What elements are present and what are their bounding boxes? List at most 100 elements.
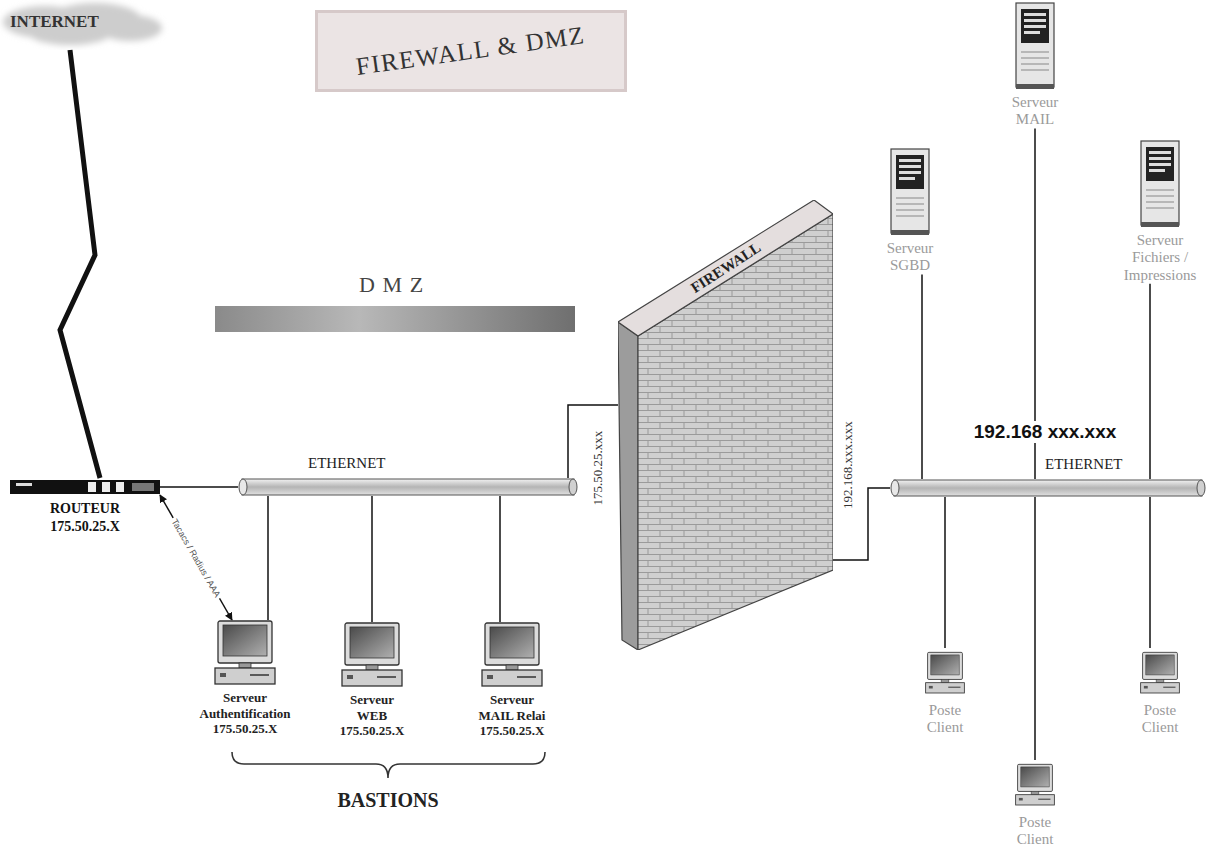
icon (1015, 2, 1055, 90)
icon-part (485, 623, 539, 665)
node-label: Serveur Authentification 175.50.25.X (200, 690, 291, 737)
icon-part (1141, 683, 1180, 693)
client-workstation: Poste Client (1015, 760, 1055, 849)
icon-part (929, 686, 933, 689)
network-cable (160, 486, 238, 488)
icon-part (1141, 222, 1179, 227)
server-node: Serveur Fichiers / Impressions (1114, 140, 1206, 284)
bastion-server: Serveur MAIL Relai 175.50.25.X (471, 622, 553, 739)
node-label: Serveur MAIL Relai 175.50.25.X (471, 692, 553, 739)
icon-part (1021, 767, 1049, 787)
icon-part (1038, 799, 1050, 800)
icon-part (899, 171, 921, 174)
icon-part (88, 482, 96, 492)
icon-part (1149, 151, 1171, 154)
title-banner: FIREWALL & DMZ (315, 10, 627, 92)
icon-part (618, 322, 638, 650)
icon-part (1031, 791, 1039, 794)
icon-part (1016, 795, 1055, 805)
icon-part (1019, 798, 1023, 801)
icon-part (926, 683, 965, 693)
icon-part (239, 479, 247, 495)
icon-part (1163, 687, 1175, 688)
icon-part (347, 675, 353, 679)
node-label: Poste Client (1142, 702, 1179, 737)
lan-address: 192.168 xxx.xxx (971, 421, 1120, 443)
icon-part (894, 480, 1202, 496)
icon-part (1024, 13, 1046, 16)
icon-part (102, 482, 110, 492)
icon-part (896, 155, 924, 189)
icon-part (928, 652, 963, 679)
icon (1015, 760, 1055, 810)
icon-part (10, 480, 160, 494)
icon-part (891, 230, 929, 235)
icon-part (948, 687, 960, 688)
icon-part (1024, 19, 1046, 22)
icon-part (899, 159, 921, 162)
icon-part (618, 200, 833, 336)
icon-part (487, 675, 493, 679)
icon-part (345, 623, 399, 665)
icon (214, 620, 276, 686)
icon (925, 648, 965, 698)
node-label: Serveur MAIL (1012, 94, 1059, 129)
network-cable (944, 497, 946, 648)
icon-part (239, 663, 251, 668)
icon-part (1016, 3, 1054, 87)
node-label: ROUTEUR 175.50.25.X (50, 500, 120, 536)
ethernet-bus: ETHERNET (238, 478, 578, 496)
router-node: ROUTEUR 175.50.25.X (10, 478, 160, 536)
icon-part (350, 627, 394, 658)
icon-part (490, 627, 534, 658)
icon (341, 622, 403, 688)
icon-part (1156, 679, 1164, 682)
edge-label: Tacacs / Radius / AAA (169, 515, 224, 600)
icon-part (638, 214, 833, 650)
server-node: Serveur SGBD (887, 148, 934, 275)
bastion-server: Serveur WEB 175.50.25.X (340, 622, 405, 739)
icon-part (941, 679, 949, 682)
icon-part (16, 483, 32, 486)
icon-part (899, 177, 915, 180)
network-cable (1034, 497, 1036, 760)
node-label: ETHERNET (308, 455, 385, 472)
icon-part (1024, 31, 1040, 34)
icon-part (931, 655, 959, 675)
icon-part (1141, 141, 1179, 225)
icon-part (506, 665, 518, 670)
firewall-wall: FIREWALL (618, 200, 833, 650)
icon-part (1018, 764, 1053, 791)
node-label: Poste Client (927, 702, 964, 737)
icon-part (1024, 25, 1046, 28)
icon-part (482, 670, 542, 686)
internet-cloud: INTERNET (0, 0, 170, 50)
icon-part (242, 479, 574, 495)
server-node: Serveur MAIL (1012, 2, 1059, 129)
icon-part (1021, 52, 1049, 70)
network-cable (371, 496, 373, 622)
icon-part (215, 668, 275, 684)
icon-part (1149, 169, 1165, 172)
bastion-brace (232, 752, 545, 778)
dmz-bar (215, 306, 575, 332)
icon (890, 479, 1206, 497)
network-cable (499, 496, 501, 622)
network-cable (160, 495, 232, 620)
icon-part (223, 625, 267, 656)
icon-part (1149, 163, 1171, 166)
node-label: Serveur WEB 175.50.25.X (340, 692, 405, 739)
node-label: ETHERNET (1045, 456, 1122, 473)
icon-part (342, 670, 402, 686)
network-cable (1149, 497, 1151, 648)
icon-part (1146, 147, 1174, 181)
dmz-band: DMZ (215, 272, 575, 332)
icon-part (1146, 190, 1174, 208)
icon-part (517, 676, 536, 678)
node-label: DMZ (215, 272, 575, 298)
edge-group (60, 50, 1150, 760)
icon-part (891, 480, 899, 496)
lightning-link (60, 50, 100, 478)
icon (890, 148, 930, 236)
